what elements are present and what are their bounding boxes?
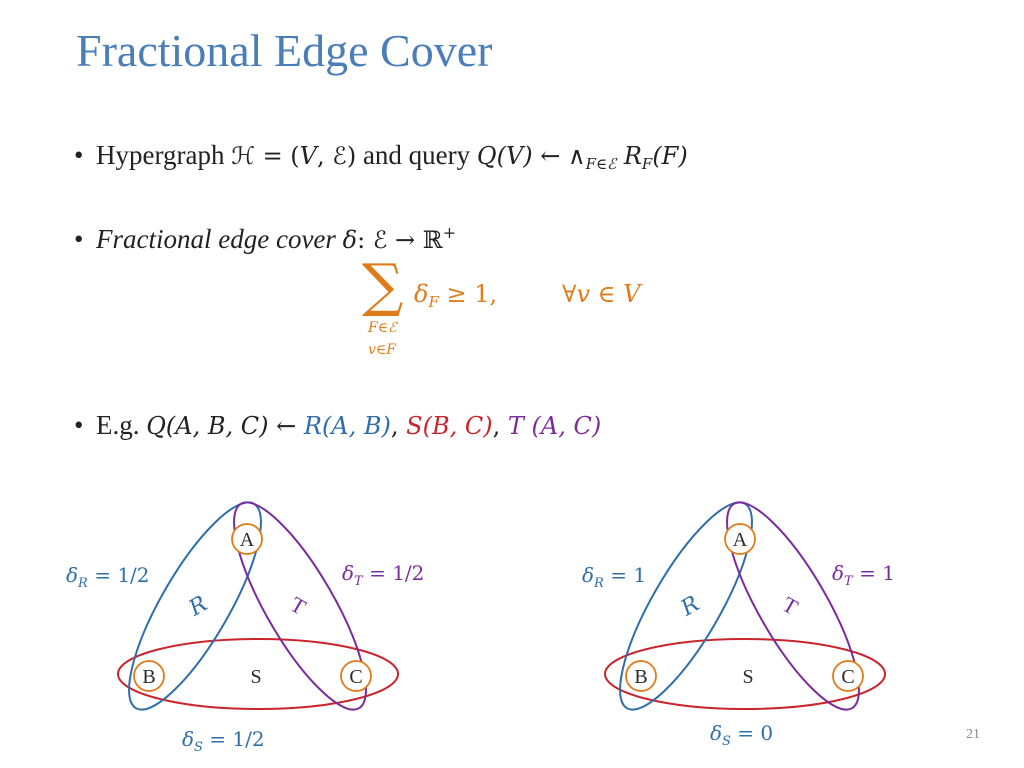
bullet-dot: • <box>74 140 84 170</box>
bullet-example: • E.g. Q(A, B, C) ← R(A, B), S(B, C), T (… <box>74 410 601 441</box>
math-edge-set: ℰ <box>332 142 347 170</box>
math-query-name: Q <box>476 142 497 170</box>
vertex-b-circle <box>625 660 657 692</box>
math-relation: R <box>616 142 642 170</box>
bullet-fractional-edge-cover: • Fractional edge cover δ: ℰ → ℝ+ <box>74 223 457 255</box>
hyperedge-t-ellipse <box>726 501 860 711</box>
weight-t-label: δT = 1 <box>832 561 895 589</box>
vertex-b-label: B <box>634 666 647 688</box>
bullet-hypergraph: • Hypergraph ℋ = (V, ℰ) and query Q(V) ← … <box>74 140 688 173</box>
sum-term-subscript: F <box>428 293 439 311</box>
hyperedge-t-ellipse <box>233 501 367 711</box>
math-hypergraph-symbol: ℋ <box>231 142 255 170</box>
weight-r-label: δR = 1 <box>582 563 646 591</box>
math-equals: = ( <box>254 142 300 170</box>
sum-term: δF ≥ 1, <box>414 280 498 311</box>
bullet-text-and-query: and query <box>356 140 477 170</box>
vertex-c-label: C <box>349 666 362 688</box>
math-relation-args: (F) <box>652 142 688 170</box>
hypergraph-diagram-right: A B C S R T δR = 1 δT = 1 δS = 0 <box>582 501 895 749</box>
weight-r-label: δR = 1/2 <box>66 563 150 591</box>
bullet-dot: • <box>74 410 84 440</box>
bullet-text: Fractional edge cover <box>96 224 343 254</box>
vertex-b-label: B <box>142 666 155 688</box>
hypergraph-diagram-left: A B C S R T δR = 1/2 δT = 1/2 δS = 1/2 <box>66 501 424 755</box>
sum-limit-vertex: v∈F <box>368 342 396 358</box>
math-comma: , <box>492 412 508 440</box>
page-number: 21 <box>966 727 980 742</box>
edge-t-label: T <box>778 591 803 620</box>
math-maps-to-reals: → ℝ <box>387 226 443 254</box>
edge-s-label: S <box>250 666 261 688</box>
hyperedge-s-ellipse <box>117 638 399 710</box>
math-example-query: Q(A, B, C) ← <box>146 412 304 440</box>
sum-term-delta: δ <box>414 280 429 308</box>
math-relation-r: R(A, B) <box>303 412 391 440</box>
bullet-text: E.g. <box>96 410 147 440</box>
bullet-text: Hypergraph <box>96 140 232 170</box>
slide-title: Fractional Edge Cover <box>76 25 493 76</box>
math-colon: : <box>357 226 373 254</box>
weight-s-label: δS = 1/2 <box>182 727 265 755</box>
sum-limit-edges: F∈ℰ <box>368 320 397 336</box>
edge-r-label: R <box>676 591 704 621</box>
math-conjunction: ← ∧ <box>532 142 586 170</box>
vertex-a-circle <box>724 523 756 555</box>
math-relation-s: S(B, C) <box>406 412 493 440</box>
bullet-dot: • <box>74 224 84 254</box>
math-vertex-set: V <box>299 142 318 170</box>
vertex-a-label: A <box>733 529 748 551</box>
math-close-paren: ) <box>346 142 357 170</box>
vertex-c-circle <box>832 660 864 692</box>
forall-clause: ∀v ∈ V <box>562 280 641 308</box>
sum-symbol: ∑ <box>362 251 404 319</box>
edge-t-label: T <box>286 591 311 620</box>
math-relation-subscript: F <box>641 155 653 173</box>
math-conjunction-subscript: F∈ℰ <box>585 155 617 173</box>
math-relation-t: T (A, C) <box>507 412 602 440</box>
vertex-c-label: C <box>841 666 854 688</box>
math-comma: , <box>390 412 407 440</box>
math-superscript-plus: + <box>442 223 457 242</box>
weight-s-label: δS = 0 <box>710 721 773 749</box>
math-edge-set: ℰ <box>372 226 388 254</box>
edge-s-label: S <box>742 666 753 688</box>
math-delta: δ <box>342 226 358 254</box>
sum-relation: ≥ 1, <box>438 280 498 308</box>
vertex-b-circle <box>133 660 165 692</box>
vertex-c-circle <box>340 660 372 692</box>
hyperedge-s-ellipse <box>604 638 886 710</box>
edge-r-label: R <box>184 591 212 621</box>
vertex-a-label: A <box>240 529 255 551</box>
math-comma: , <box>317 142 333 170</box>
weight-t-label: δT = 1/2 <box>342 561 424 589</box>
vertex-a-circle <box>231 523 263 555</box>
math-query-args: (V) <box>496 142 533 170</box>
